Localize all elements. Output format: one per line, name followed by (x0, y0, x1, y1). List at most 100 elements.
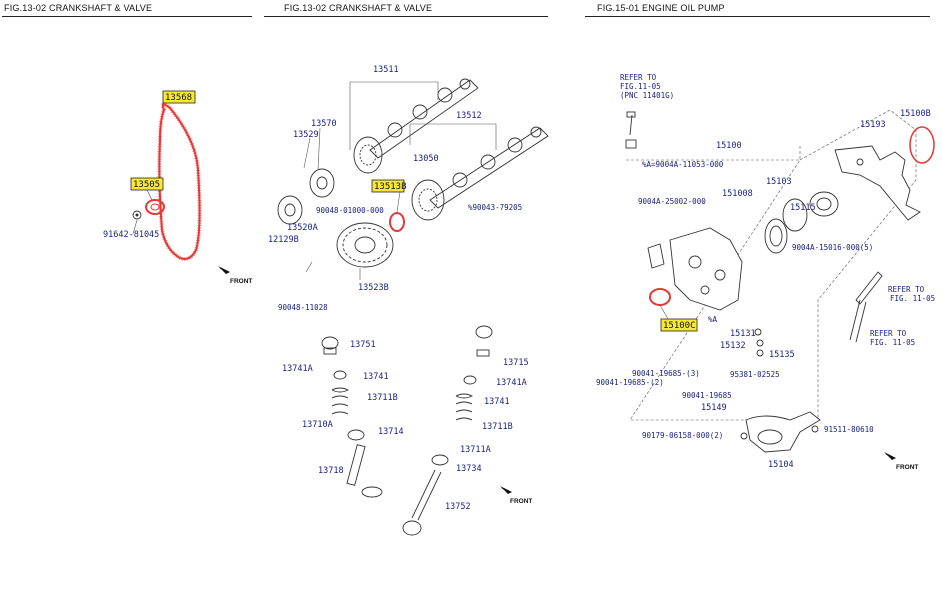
crank-seal[interactable] (145, 199, 165, 215)
part-9004a-25002[interactable]: 9004A-25002-000 (638, 197, 706, 206)
part-90043-79205[interactable]: %90043-79205 (468, 203, 522, 212)
figure-panel-crankshaft-belt: FIG.13-02 CRANKSHAFT & VALVE 13568 13505… (0, 0, 260, 599)
timing-belt[interactable] (157, 102, 202, 261)
part-13523b[interactable]: 13523B (358, 283, 389, 293)
label-15100c[interactable]: 15100C (660, 318, 698, 332)
valve-assembly-left[interactable] (321, 336, 383, 498)
part-91511-80610[interactable]: 91511-80610 (824, 425, 874, 434)
front-arrow-icon: FRONT (884, 452, 918, 471)
cam-gear-lower[interactable] (411, 179, 445, 221)
oil-strainer[interactable] (745, 411, 821, 453)
refer-label-1: REFER TO (620, 73, 657, 82)
part-a-mark[interactable]: %A (708, 315, 718, 324)
part-13711a[interactable]: 13711A (460, 445, 491, 455)
part-90041-19685[interactable]: 90041-19685 (682, 391, 732, 400)
oil-pressure-sensor[interactable] (625, 111, 637, 149)
part-15100[interactable]: 15100 (716, 141, 742, 151)
part-13741[interactable]: 13741 (363, 372, 389, 382)
part-95381-02525[interactable]: 95381-02525 (730, 370, 780, 379)
crankshaft-belt-diagram: 13568 13505 91642-81045 FRONT (103, 90, 252, 285)
crank-gear[interactable] (336, 222, 394, 268)
camshaft-lower[interactable] (429, 126, 549, 209)
oring-15100c[interactable] (649, 288, 671, 306)
refer-fig-3[interactable]: FIG. 11-05 (870, 338, 915, 347)
part-15103[interactable]: 15103 (766, 177, 792, 187)
svg-text:13513B: 13513B (374, 182, 407, 192)
figure-panel-oil-pump: FIG.15-01 ENGINE OIL PUMP REFER TO FIG.1… (560, 0, 943, 599)
valve-assembly-right[interactable] (402, 325, 493, 536)
part-13752[interactable]: 13715 (503, 358, 529, 368)
front-arrow-icon: FRONT (218, 266, 252, 285)
part-13511[interactable]: 13511 (373, 65, 399, 75)
part-90041-19685-3[interactable]: 90041-19685-(3) (632, 369, 700, 378)
oil-pump-body[interactable] (647, 227, 743, 311)
label-13505[interactable]: 13505 (130, 177, 164, 191)
part-13741a-right[interactable]: 13741A (496, 378, 527, 388)
svg-text:15100C: 15100C (663, 321, 696, 331)
title-underline (264, 16, 548, 17)
part-13734[interactable]: 13734 (456, 464, 482, 474)
part-15100b[interactable]: 15100B (900, 109, 931, 119)
cam-gear-upper[interactable] (353, 136, 383, 174)
figure-title: FIG.15-01 ENGINE OIL PUMP (597, 3, 725, 13)
plate-left[interactable] (277, 195, 303, 225)
title-underline (585, 16, 930, 17)
part-9004a-11053[interactable]: %A=9004A-11053-000 (642, 160, 724, 169)
part-13711b[interactable]: 13711B (367, 393, 398, 403)
rear-bracket[interactable] (834, 145, 921, 221)
part-90048-01000[interactable]: 90048-01000-000 (316, 206, 384, 215)
part-15115[interactable]: 15115 (790, 203, 816, 213)
part-13718[interactable]: 13718 (318, 466, 344, 476)
part-15104[interactable]: 15104 (768, 460, 794, 470)
refer-fig-2[interactable]: FIG. 11-05 (890, 294, 935, 303)
part-15132[interactable]: 15132 (720, 341, 746, 351)
part-13741a[interactable]: 13741A (282, 364, 313, 374)
figure-title: FIG.13-02 CRANKSHAFT & VALVE (284, 3, 433, 13)
part-13741-right[interactable]: 13741 (484, 397, 510, 407)
part-13751[interactable]: 13751 (350, 340, 376, 350)
pump-cover[interactable] (809, 191, 839, 217)
part-13714[interactable]: 13714 (378, 427, 404, 437)
oil-pump-diagram: REFER TO FIG.11-05 (PNC 11401G) 15100 %A… (596, 73, 935, 471)
label-13513b[interactable]: 13513B (371, 179, 407, 193)
camshaft-valve-diagram: 13511 13512 13570 13529 13050 13513B %90… (268, 65, 549, 536)
dipstick-tube[interactable] (849, 271, 883, 343)
refer-label-2: REFER TO (888, 285, 925, 294)
pump-rotor[interactable] (764, 218, 788, 254)
seal-13513b[interactable] (389, 212, 405, 232)
part-13710a[interactable]: 13710A (302, 420, 333, 430)
part-13529[interactable]: 13529 (293, 130, 319, 140)
part-13520a[interactable]: 13520A (287, 223, 318, 233)
svg-text:FRONT: FRONT (510, 498, 532, 505)
part-15131[interactable]: 15131 (730, 329, 756, 339)
part-13711b-right[interactable]: 13711B (482, 422, 513, 432)
part-90048-11028[interactable]: 90048-11028 (278, 303, 328, 312)
part-13570[interactable]: 13570 (311, 119, 337, 129)
figure-panel-camshaft-valve: FIG.13-02 CRANKSHAFT & VALVE (260, 0, 560, 599)
part-90179-06158[interactable]: 90179-06158-000(2) (642, 431, 723, 440)
camshaft-upper[interactable] (369, 78, 479, 159)
part-15193[interactable]: 15193 (860, 120, 886, 130)
part-13050[interactable]: 13050 (413, 154, 439, 164)
pump-gasket[interactable] (782, 198, 808, 232)
part-15135[interactable]: 15135 (769, 350, 795, 360)
part-90041-19685-2[interactable]: 90041-19685-(2) (596, 378, 664, 387)
oring-15100b[interactable] (909, 126, 935, 164)
figure-title: FIG.13-02 CRANKSHAFT & VALVE (4, 3, 153, 13)
svg-text:13568: 13568 (165, 93, 192, 103)
part-13715[interactable]: 13752 (445, 502, 471, 512)
refer-pnc-1: (PNC 11401G) (620, 91, 674, 100)
svg-text:13505: 13505 (133, 180, 160, 190)
svg-text:FRONT: FRONT (896, 464, 918, 471)
bolt[interactable] (132, 210, 142, 220)
part-13512[interactable]: 13512 (456, 111, 482, 121)
front-arrow-icon: FRONT (500, 486, 532, 505)
label-13568[interactable]: 13568 (162, 90, 196, 104)
part-9004a-15016[interactable]: 9004A-15016-000(5) (792, 243, 873, 252)
part-15149[interactable]: 15149 (701, 403, 727, 413)
part-151008[interactable]: 151008 (722, 189, 753, 199)
refer-fig-1[interactable]: FIG.11-05 (620, 82, 661, 91)
part-12129b[interactable]: 12129B (268, 235, 299, 245)
sprocket-left[interactable] (309, 168, 335, 198)
part-91642-81045[interactable]: 91642-81045 (103, 230, 159, 240)
